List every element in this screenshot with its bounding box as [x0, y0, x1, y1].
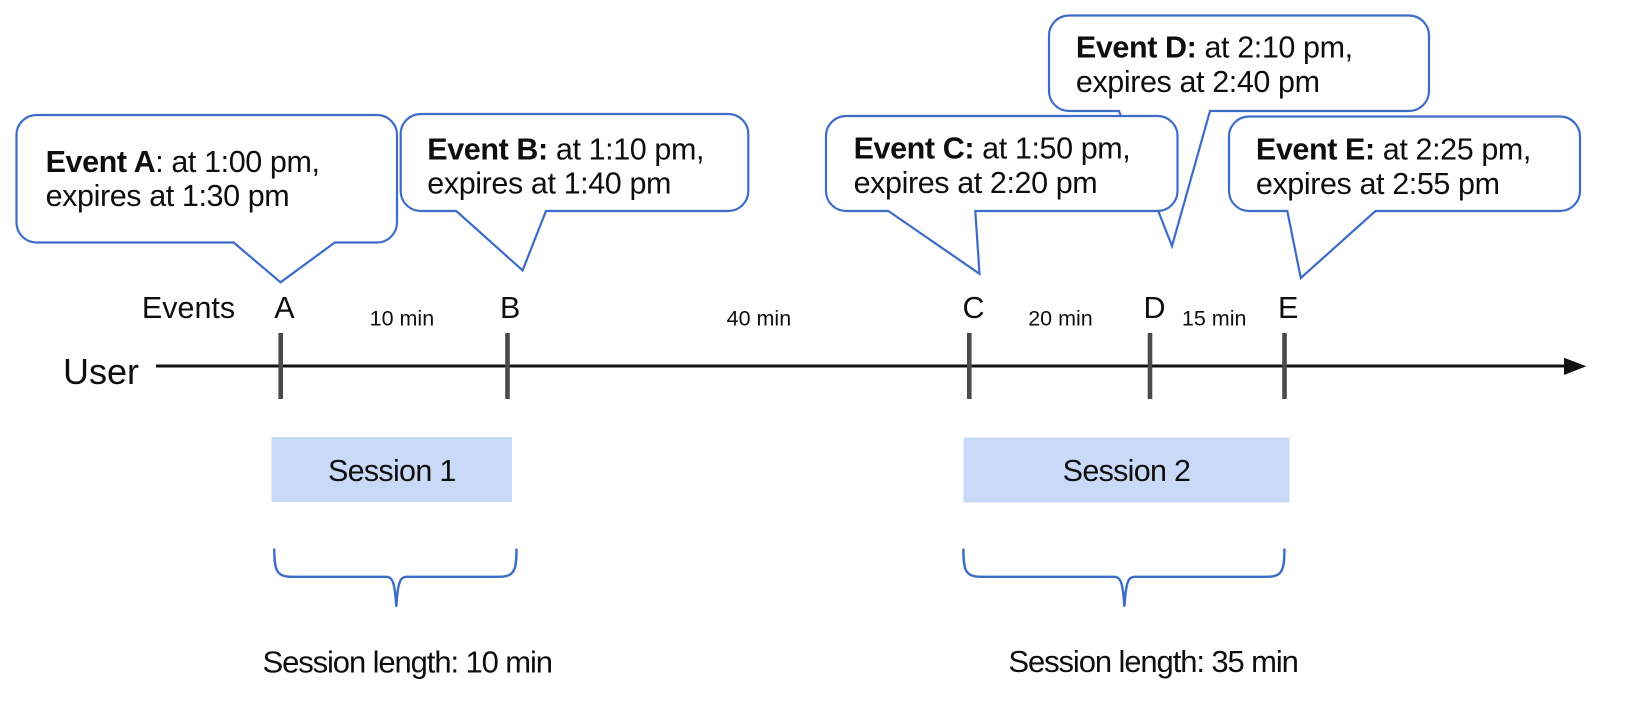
svg-text:expires at 2:40 pm: expires at 2:40 pm: [1076, 65, 1320, 99]
svg-text:User: User: [63, 351, 139, 392]
svg-text:Event B: at 1:10 pm,: Event B: at 1:10 pm,: [427, 132, 704, 166]
svg-text:expires at 2:20 pm: expires at 2:20 pm: [854, 166, 1098, 200]
svg-text:Event D: at 2:10 pm,: Event D: at 2:10 pm,: [1076, 31, 1353, 65]
svg-text:Session length: 10 min: Session length: 10 min: [263, 645, 552, 680]
svg-text:expires at 1:40 pm: expires at 1:40 pm: [427, 167, 671, 201]
svg-text:B: B: [500, 291, 520, 325]
svg-text:20 min: 20 min: [1028, 307, 1093, 331]
svg-text:expires at 2:55 pm: expires at 2:55 pm: [1256, 167, 1500, 201]
svg-text:Session length: 35 min: Session length: 35 min: [1008, 644, 1297, 679]
svg-text:C: C: [962, 291, 984, 325]
svg-text:D: D: [1143, 291, 1165, 325]
svg-text:Session 1: Session 1: [328, 454, 456, 488]
svg-text:Event C: at 1:50 pm,: Event C: at 1:50 pm,: [854, 132, 1131, 166]
svg-text:Events: Events: [142, 291, 235, 325]
svg-text:A: A: [274, 291, 295, 325]
svg-text:Event E: at 2:25 pm,: Event E: at 2:25 pm,: [1256, 133, 1531, 167]
svg-text:Event A: at 1:00 pm,: Event A: at 1:00 pm,: [46, 145, 320, 179]
svg-text:expires at 1:30 pm: expires at 1:30 pm: [46, 179, 290, 213]
svg-text:40 min: 40 min: [727, 307, 792, 331]
svg-text:15 min: 15 min: [1182, 307, 1247, 331]
svg-text:10 min: 10 min: [370, 307, 435, 331]
svg-text:E: E: [1278, 291, 1298, 325]
svg-text:Session 2: Session 2: [1063, 454, 1191, 488]
